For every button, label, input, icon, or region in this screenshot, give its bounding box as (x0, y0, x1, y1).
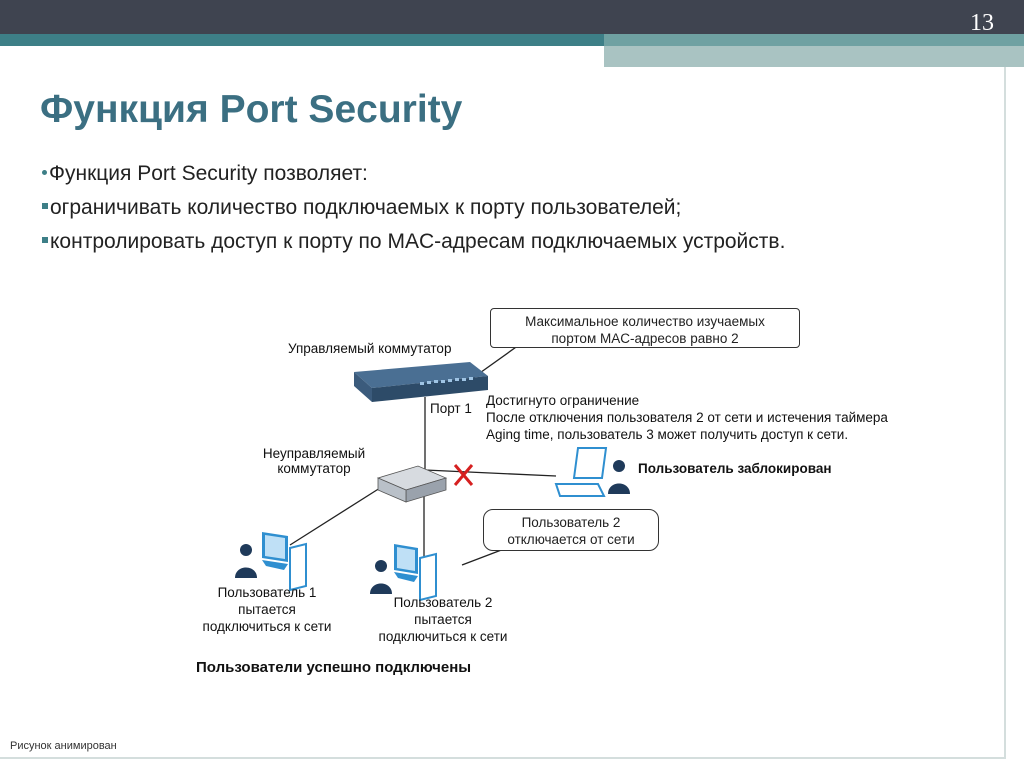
port-label: Порт 1 (430, 401, 472, 416)
users-connected-label: Пользователи успешно подключены (196, 659, 472, 676)
page-frame-bottom (0, 757, 1006, 759)
page-frame-right (1004, 67, 1006, 757)
blocked-user-icon (608, 460, 630, 494)
user-blocked-label: Пользователь заблокирован (638, 461, 832, 476)
callout-max-mac: Максимальное количество изучаемых портом… (490, 308, 800, 348)
bullet-intro: Функция Port Security позволяет: (42, 162, 785, 196)
page-number: 13 (970, 10, 994, 36)
laptop-icon (554, 447, 608, 497)
footnote: Рисунок анимирован (10, 740, 117, 752)
callout-pointer-disconnect (461, 548, 505, 566)
user-1-label: Пользователь 1 пытается подключиться к с… (202, 585, 332, 634)
bullet-dot-icon (42, 169, 47, 175)
bullet-item-2: контролировать доступ к порту по MAC-адр… (42, 230, 785, 264)
blocked-cross-icon (453, 464, 474, 486)
bullet-square-icon (42, 203, 48, 210)
header-bar-teal-right-stripe (604, 34, 1024, 46)
user-2-label: Пользователь 2 пытается подключиться к с… (378, 595, 508, 644)
unmanaged-switch-label: Неуправляемый коммутатор (262, 446, 366, 476)
user-2-person-icon (370, 560, 392, 594)
managed-switch-icon (354, 362, 488, 402)
bullet-list: Функция Port Security позволяет: огранич… (42, 162, 785, 264)
unmanaged-switch-icon (376, 465, 448, 503)
user-1-computer-icon (289, 542, 307, 592)
bullet-square-icon (42, 237, 48, 244)
user-2-monitor-icon (394, 544, 418, 582)
bullet-item-1: ограничивать количество подключаемых к п… (42, 196, 785, 230)
callout-user2-disconnect: Пользователь 2 отключается от сети (483, 509, 659, 551)
header-bar-teal-left (0, 34, 604, 46)
header-bar-dark (0, 0, 1024, 34)
link-to-user-1 (289, 487, 381, 546)
slide-title: Функция Port Security (40, 88, 463, 131)
link-to-blocked-user (424, 469, 557, 477)
user-2-computer-icon (419, 552, 437, 602)
managed-switch-label: Управляемый коммутатор (288, 341, 452, 356)
user-1-monitor-icon (262, 532, 288, 570)
user-1-person-icon (235, 544, 257, 578)
limit-reached-text: Достигнуто ограничение После отключения … (486, 393, 888, 442)
